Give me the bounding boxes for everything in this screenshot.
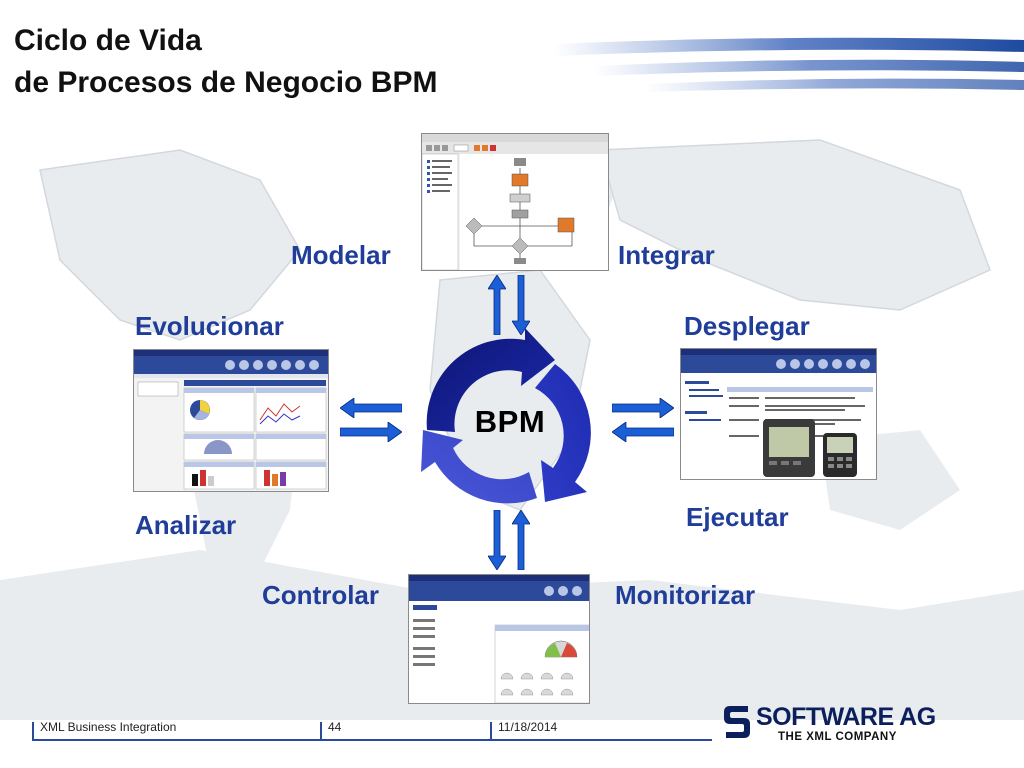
logo-name: SOFTWARE AG (756, 703, 936, 731)
monitoring-screenshot (408, 574, 590, 704)
footer-date: 11/18/2014 (498, 720, 558, 734)
left-arrow-icon (340, 398, 402, 418)
analysis-dashboard-screenshot (133, 349, 329, 492)
stage-label-analizar: Analizar (135, 510, 237, 540)
bpm-center-label: BPM (474, 404, 546, 439)
stage-label-evolucionar: Evolucionar (135, 311, 284, 341)
down-arrow-icon (488, 510, 506, 570)
stage-label-monitorizar: Monitorizar (615, 580, 756, 610)
footer-rule (32, 739, 712, 741)
header-stripes (554, 37, 1024, 92)
footer-company-text: XML Business Integration (40, 720, 177, 734)
slide-title-line-2: de Procesos de Negocio BPM (14, 66, 438, 99)
footer-tick (490, 722, 492, 741)
stage-label-desplegar: Desplegar (684, 311, 810, 341)
bpm-cycle-icon (421, 328, 591, 504)
stage-label-integrar: Integrar (618, 240, 715, 270)
left-arrow-icon (612, 422, 674, 442)
software-ag-logo: SOFTWARE AG THE XML COMPANY (722, 700, 936, 748)
right-arrow-icon (612, 398, 674, 418)
stage-label-modelar: Modelar (291, 240, 391, 270)
modeler-screenshot (421, 133, 609, 271)
up-arrow-icon (488, 275, 506, 335)
slide-title-line-1: Ciclo de Vida (14, 24, 202, 57)
up-arrow-icon (512, 510, 530, 570)
stage-label-controlar: Controlar (262, 580, 379, 610)
logo-tagline: THE XML COMPANY (778, 731, 897, 743)
footer-tick (320, 722, 322, 741)
down-arrow-icon (512, 275, 530, 335)
footer-tick (32, 722, 34, 741)
deployment-screenshot (680, 348, 877, 480)
footer-page-number: 44 (328, 720, 342, 734)
right-arrow-icon (340, 422, 402, 442)
software-ag-s-icon (724, 706, 750, 738)
stage-label-ejecutar: Ejecutar (686, 502, 789, 532)
